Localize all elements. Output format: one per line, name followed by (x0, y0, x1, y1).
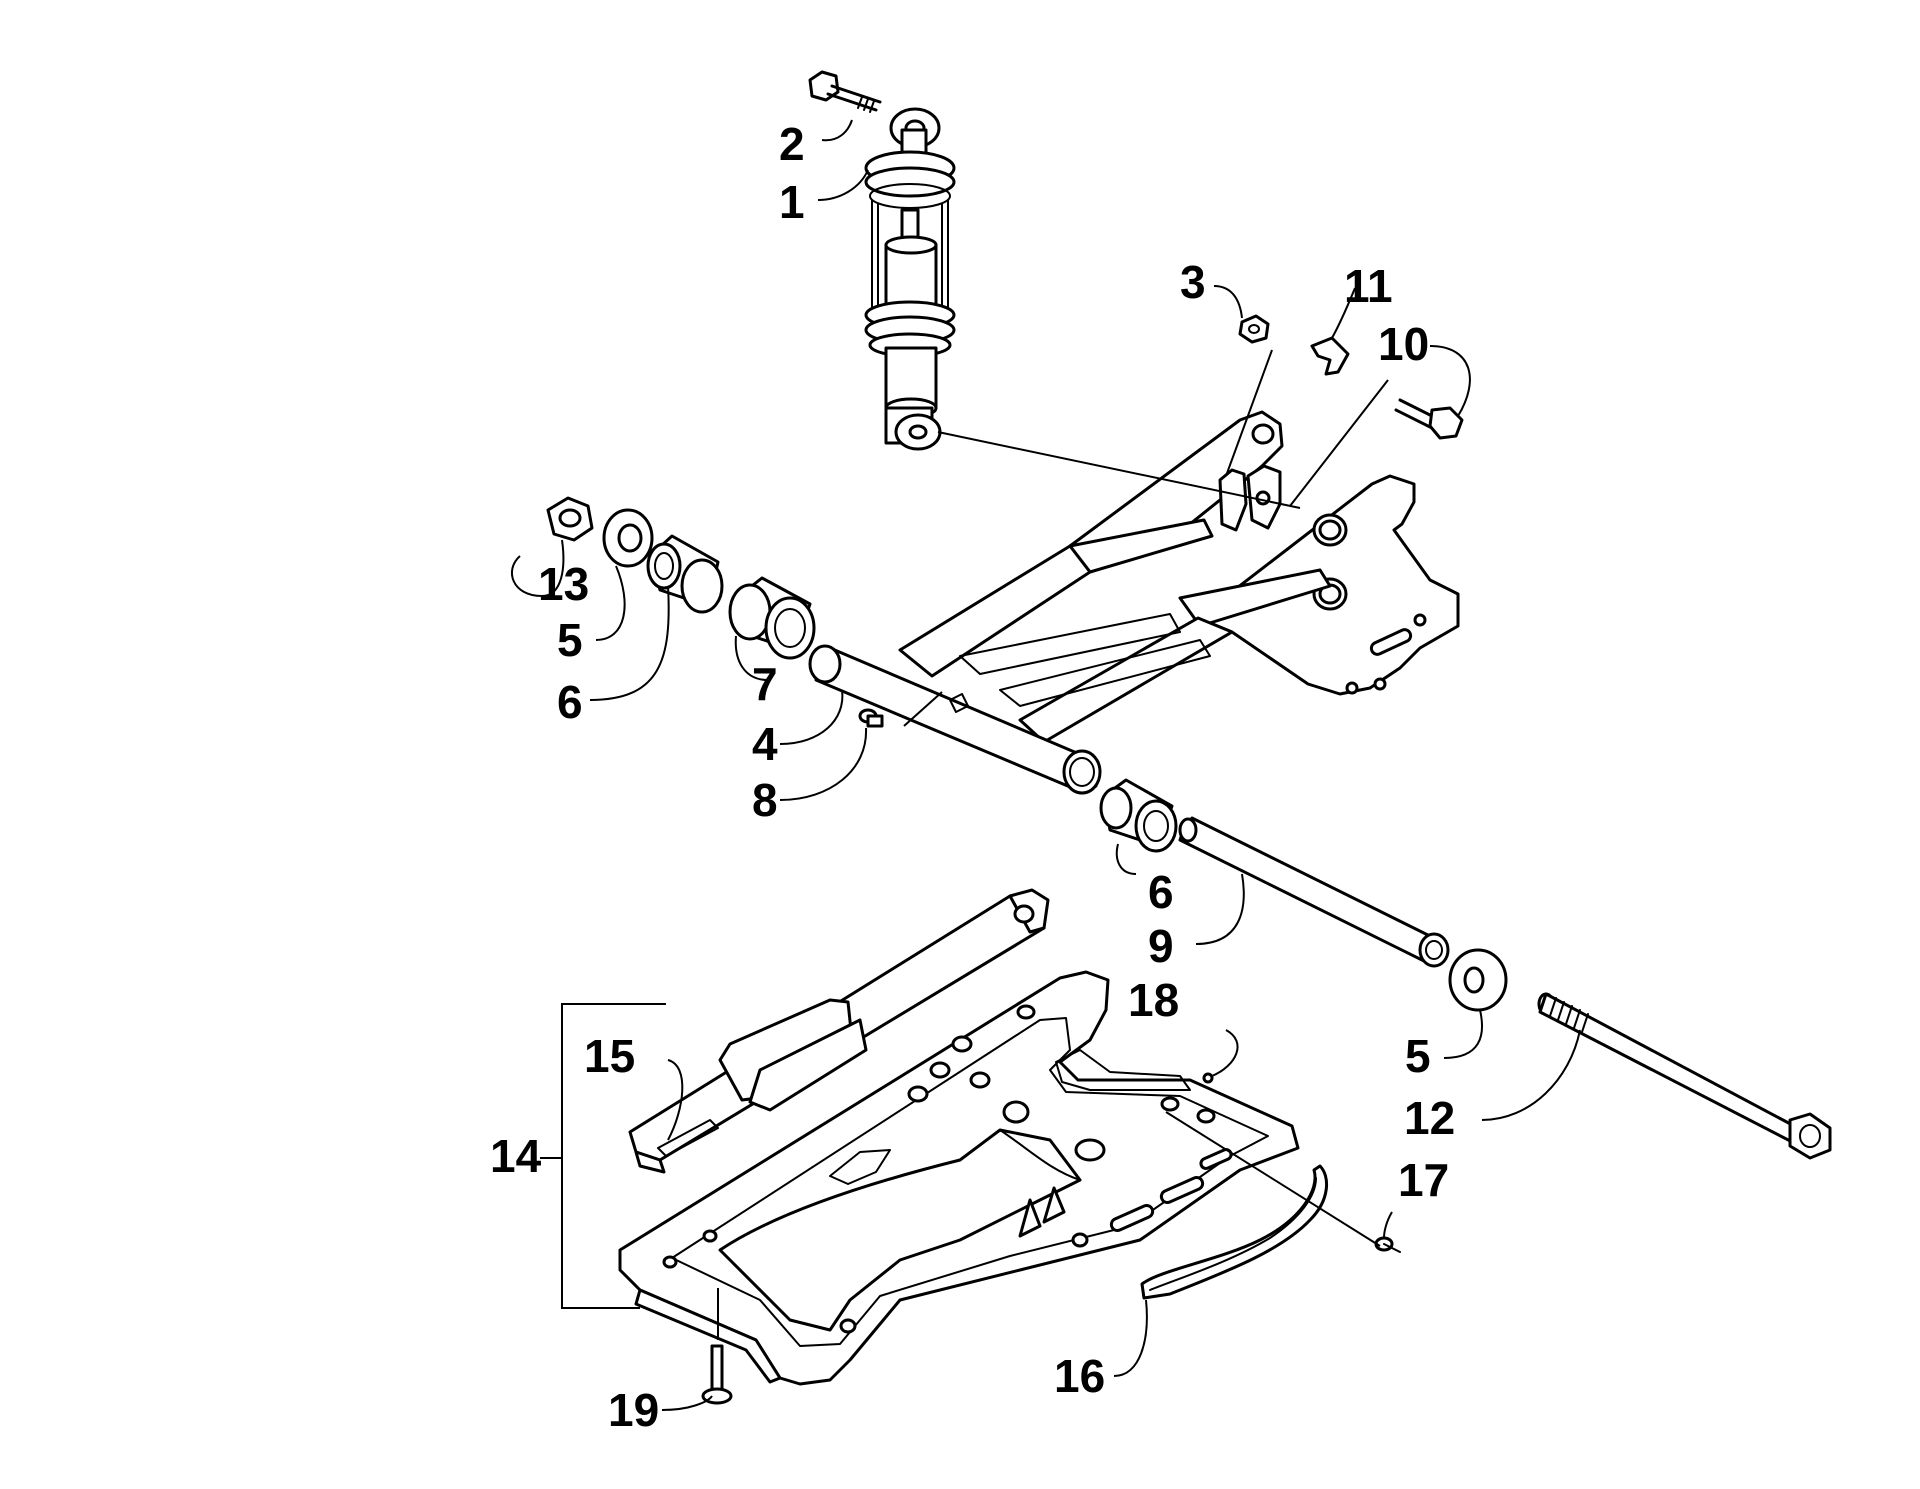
skid-plate (618, 970, 1300, 1386)
long-bolt (1537, 992, 1832, 1160)
callout-4: 4 (752, 718, 778, 770)
shock-bolt (808, 70, 882, 113)
slide-rail (628, 888, 1050, 1174)
callout-19: 19 (608, 1384, 659, 1436)
grease-fitting (858, 708, 884, 728)
shaft (1178, 816, 1450, 968)
nut-13 (546, 496, 594, 542)
leader-lines (510, 119, 1581, 1411)
bushing-7 (728, 576, 816, 660)
washer-left (602, 508, 654, 568)
callout-labels: 1 2 3 4 5 5 6 6 7 8 9 10 11 12 13 14 15 … (490, 118, 1455, 1436)
callout-2: 2 (779, 118, 805, 170)
callout-1: 1 (779, 176, 805, 228)
bushing-right (1099, 778, 1178, 853)
callout-11: 11 (1344, 260, 1393, 312)
callout-5-right: 5 (1405, 1030, 1431, 1082)
callout-15: 15 (584, 1030, 635, 1082)
clip-11 (1310, 336, 1350, 376)
callout-17: 17 (1398, 1154, 1449, 1206)
callout-7: 7 (752, 658, 778, 710)
bushing-left (646, 534, 724, 614)
rivet-18 (1202, 1072, 1214, 1084)
nut-3 (1238, 314, 1270, 344)
callout-6-left: 6 (557, 676, 583, 728)
callout-16: 16 (1054, 1350, 1105, 1402)
callout-12: 12 (1404, 1092, 1455, 1144)
bolt-10 (1394, 398, 1464, 440)
wear-strip (1140, 1164, 1329, 1300)
callout-14: 14 (490, 1130, 542, 1182)
callout-9: 9 (1148, 920, 1174, 972)
callout-8: 8 (752, 774, 778, 826)
callout-10: 10 (1378, 318, 1429, 370)
callout-6-right: 6 (1148, 866, 1174, 918)
callout-3: 3 (1180, 256, 1206, 308)
swing-arm (808, 410, 1460, 795)
callout-18: 18 (1128, 974, 1179, 1026)
callout-5-left: 5 (557, 614, 583, 666)
shock-absorber (864, 107, 956, 451)
washer-right (1448, 948, 1508, 1012)
screw-19 (701, 1344, 733, 1405)
callout-13: 13 (538, 558, 589, 610)
